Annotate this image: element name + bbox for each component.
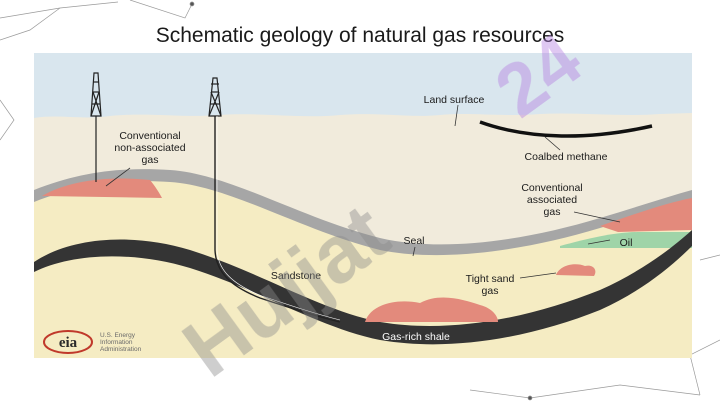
label-conventional-non-associated-gas-line3: gas bbox=[142, 154, 159, 166]
eia-logo-text-line2: Information bbox=[100, 339, 133, 346]
label-land-surface: Land surface bbox=[424, 94, 485, 106]
label-oil: Oil bbox=[620, 237, 633, 249]
eia-logo-mark: eia bbox=[59, 335, 78, 351]
label-conventional-associated-gas-line3: gas bbox=[544, 206, 561, 218]
associated-gas-pocket bbox=[600, 198, 692, 232]
horizontal-wellbore bbox=[214, 116, 341, 323]
seal-layer bbox=[34, 169, 692, 256]
label-gas-rich-shale: Gas-rich shale bbox=[382, 331, 450, 343]
label-tight-sand-gas-line2: gas bbox=[482, 285, 499, 297]
non-associated-gas-pocket bbox=[42, 178, 162, 198]
sandstone-layer bbox=[34, 177, 692, 358]
horizontal-wellbore-casing bbox=[216, 116, 341, 321]
label-conventional-non-associated-gas-line2: non-associated bbox=[114, 142, 185, 154]
shale-layer bbox=[34, 230, 692, 345]
label-seal: Seal bbox=[403, 235, 424, 247]
derrick-left-icon bbox=[90, 72, 102, 182]
tight-sand-gas-pocket bbox=[365, 297, 498, 322]
eia-logo-text-line1: U.S. Energy bbox=[100, 332, 136, 339]
label-conventional-non-associated-gas-line1: Conventional bbox=[119, 130, 180, 142]
tight-sand-gas-small-pocket bbox=[556, 264, 596, 276]
label-coalbed-methane: Coalbed methane bbox=[525, 151, 608, 163]
oil-pocket bbox=[560, 232, 692, 248]
label-sandstone: Sandstone bbox=[271, 270, 321, 282]
label-conventional-associated-gas-line2: associated bbox=[527, 194, 577, 206]
leader-lines bbox=[105, 104, 621, 279]
coalbed-methane-seam bbox=[479, 120, 653, 138]
label-tight-sand-gas-line1: Tight sand bbox=[466, 273, 515, 285]
label-conventional-associated-gas-line1: Conventional bbox=[521, 182, 582, 194]
eia-logo-text-line3: Administration bbox=[100, 346, 142, 353]
diagram-title: Schematic geology of natural gas resourc… bbox=[155, 24, 565, 47]
eia-logo: eia U.S. Energy Information Administrati… bbox=[43, 330, 142, 354]
